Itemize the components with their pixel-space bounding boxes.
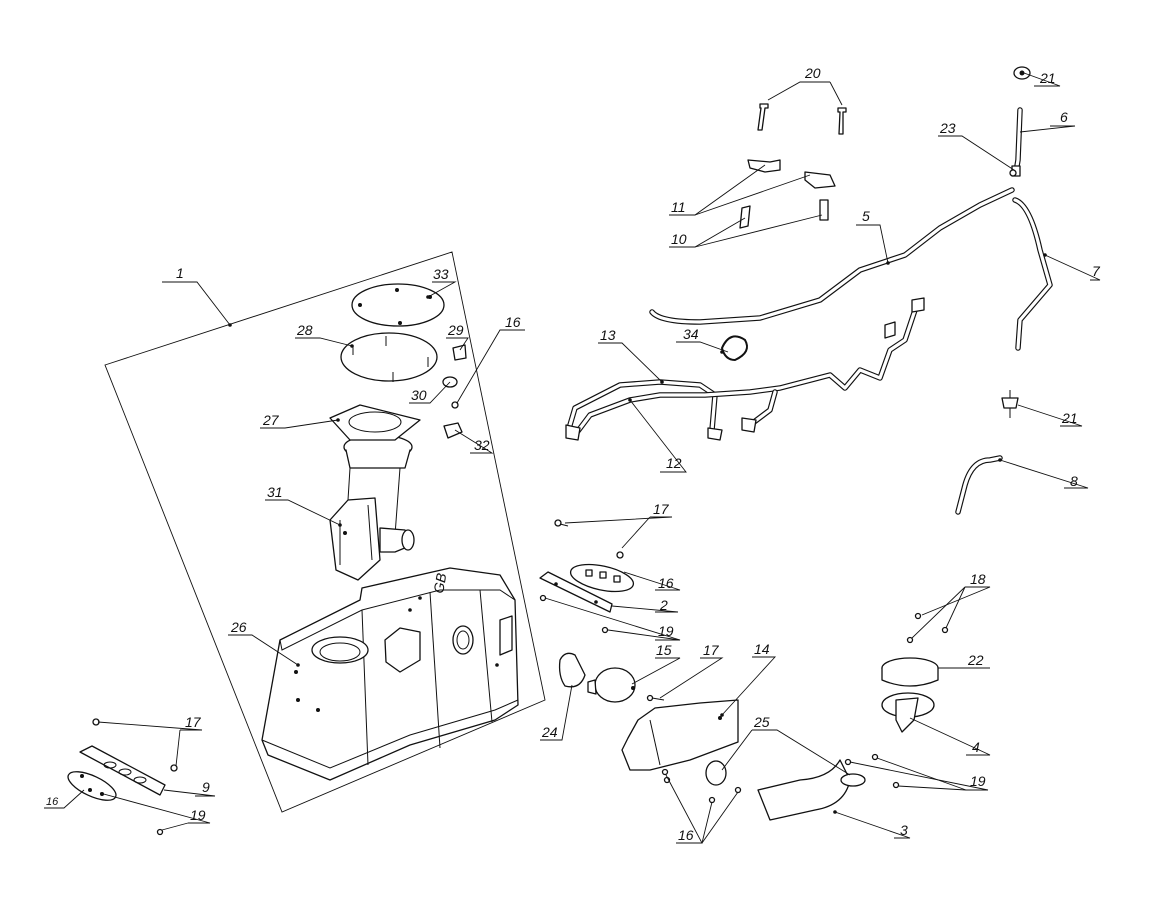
locking-ring	[340, 332, 438, 382]
tube-ends	[739, 199, 829, 229]
heat-shield	[621, 699, 739, 771]
callout-14: 14	[754, 641, 770, 657]
callout-28: 28	[296, 322, 313, 338]
hose-clamp	[705, 760, 727, 786]
callout-5: 5	[862, 208, 870, 224]
callout-19-left: 19	[190, 807, 206, 823]
pump-gasket	[329, 404, 421, 441]
fuel-line-8	[955, 455, 1003, 515]
callout-29: 29	[447, 322, 464, 338]
callout-31: 31	[267, 484, 283, 500]
callout-3: 3	[900, 822, 908, 838]
callout-16-pump: 16	[505, 314, 521, 330]
fuel-line-5	[649, 187, 1015, 325]
callout-17-left: 17	[185, 714, 202, 730]
bracket-2	[539, 571, 613, 613]
tank-assembly-frame	[104, 251, 546, 813]
callout-16-plate: 16	[658, 575, 674, 591]
callout-8: 8	[1070, 473, 1078, 489]
callout-10: 10	[671, 231, 687, 247]
callout-6: 6	[1060, 109, 1068, 125]
bracket-9	[79, 745, 166, 796]
fuel-filter	[587, 667, 636, 703]
callout-18: 18	[970, 571, 986, 587]
callout-20: 20	[804, 65, 821, 81]
mounting-bolts	[757, 103, 847, 135]
callout-25: 25	[753, 714, 770, 730]
callout-22: 22	[967, 652, 984, 668]
callout-24: 24	[541, 724, 558, 740]
quick-connectors	[747, 159, 836, 189]
callout-15: 15	[656, 642, 672, 658]
bolt-small	[451, 401, 459, 409]
filler-neck	[881, 692, 935, 733]
small-fasteners	[92, 519, 949, 836]
callout-21-top: 21	[1039, 70, 1056, 86]
fuel-lines-12-13	[565, 297, 925, 441]
vent-connector	[1009, 169, 1017, 177]
callout-9: 9	[202, 779, 210, 795]
fuel-cap	[881, 657, 939, 687]
valve-fitting	[452, 344, 467, 361]
seal-ring	[351, 283, 445, 327]
hose-clip	[720, 335, 748, 362]
callout-1: 1	[176, 265, 184, 281]
callout-7: 7	[1092, 263, 1101, 279]
callout-19-mid: 19	[658, 623, 674, 639]
callout-labels: 1 2 3 4 5 6 7 8 9 10 11 12 13 14 15 16 1…	[46, 65, 1101, 843]
clip-fitting	[443, 422, 463, 439]
leader-lines	[44, 72, 1101, 844]
callout-32: 32	[474, 437, 490, 453]
callout-13: 13	[600, 327, 616, 343]
filler-hose	[757, 759, 866, 821]
callout-4: 4	[972, 739, 980, 755]
callout-27: 27	[262, 412, 280, 428]
tank-marking: GB	[430, 572, 449, 595]
callout-34: 34	[683, 326, 699, 342]
filter-strap	[558, 652, 586, 688]
fuel-tank: GB	[261, 567, 519, 781]
vent-valve-top	[1013, 66, 1031, 80]
callout-30: 30	[411, 387, 427, 403]
vent-tube	[1011, 107, 1023, 177]
callout-2: 2	[659, 597, 668, 613]
vent-valve-lower	[1001, 390, 1019, 418]
callout-19-right: 19	[970, 773, 986, 789]
reinforcement-plate	[569, 563, 635, 593]
plate-16	[67, 771, 117, 801]
callout-17-filter: 17	[703, 642, 720, 658]
callout-33: 33	[433, 266, 449, 282]
callout-16-shield: 16	[678, 827, 694, 843]
callout-11: 11	[671, 199, 686, 215]
fuel-line-7	[1012, 197, 1053, 351]
callout-12: 12	[666, 455, 682, 471]
callout-23: 23	[939, 120, 956, 136]
callout-17-top: 17	[653, 501, 670, 517]
callout-21-lower: 21	[1061, 410, 1078, 426]
leader-dots	[228, 253, 1047, 814]
fuel-pump-module	[329, 434, 415, 581]
callout-26: 26	[230, 619, 247, 635]
callout-16-bracket: 16	[46, 796, 59, 808]
